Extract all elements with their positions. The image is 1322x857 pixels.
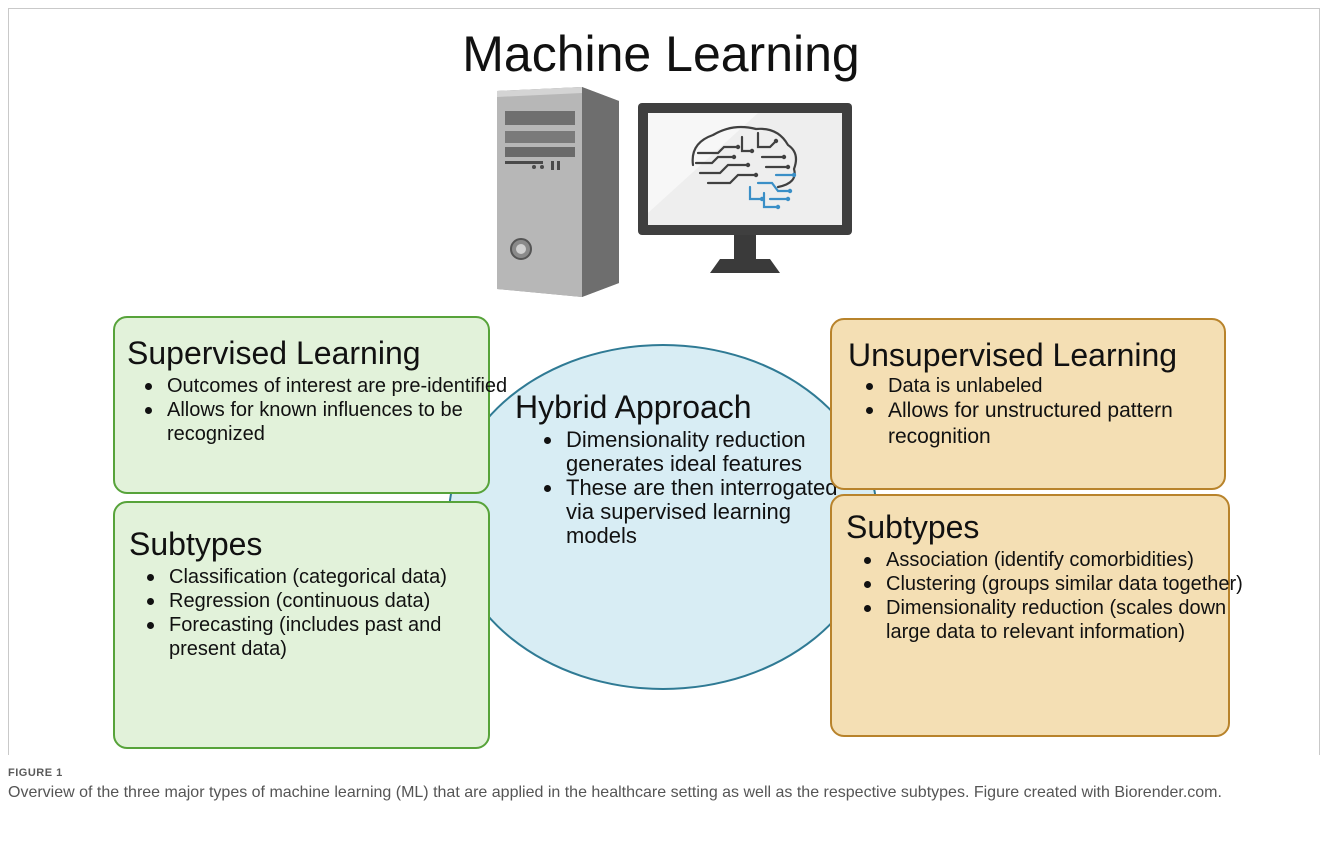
hybrid-approach-heading: Hybrid Approach xyxy=(515,389,752,425)
list-item: Clustering (groups similar data together… xyxy=(864,572,1246,596)
figure-title: Machine Learning xyxy=(462,26,860,82)
unsupervised-learning-box: Unsupervised Learning Data is unlabeled … xyxy=(830,318,1226,490)
supervised-subtypes-list: Classification (categorical data) Regres… xyxy=(129,565,509,661)
computer-tower-icon xyxy=(497,87,619,297)
list-item: Association (identify comorbidities) xyxy=(864,548,1246,572)
figure-frame xyxy=(8,8,1320,755)
list-item: Regression (continuous data) xyxy=(147,589,509,613)
supervised-learning-list: Outcomes of interest are pre-identified … xyxy=(127,374,527,446)
monitor-brain-icon xyxy=(638,103,852,273)
unsupervised-subtypes-box: Subtypes Association (identify comorbidi… xyxy=(830,494,1243,737)
figure-caption-label: FIGURE 1 xyxy=(8,767,63,779)
list-item: Dimensionality reduction generates ideal… xyxy=(544,428,866,476)
hybrid-approach-ellipse xyxy=(448,344,878,690)
unsupervised-subtypes-heading: Subtypes xyxy=(846,509,980,545)
supervised-learning-heading: Supervised Learning xyxy=(127,335,421,371)
list-item: Allows for known influences to be recogn… xyxy=(145,398,527,446)
list-item: Data is unlabeled xyxy=(866,374,1238,398)
unsupervised-subtypes-list: Association (identify comorbidities) Clu… xyxy=(846,548,1246,644)
supervised-learning-box: Supervised Learning Outcomes of interest… xyxy=(113,316,507,494)
list-item: These are then interrogated via supervis… xyxy=(544,476,866,548)
hybrid-approach-list: Dimensionality reduction generates ideal… xyxy=(526,428,866,548)
list-item: Outcomes of interest are pre-identified xyxy=(145,374,527,398)
unsupervised-learning-heading: Unsupervised Learning xyxy=(848,337,1178,373)
unsupervised-learning-list: Data is unlabeled Allows for unstructure… xyxy=(848,374,1238,450)
list-item: Allows for unstructured pattern recognit… xyxy=(866,398,1238,450)
supervised-subtypes-box: Subtypes Classification (categorical dat… xyxy=(113,501,490,749)
supervised-subtypes-heading: Subtypes xyxy=(129,526,263,562)
list-item: Classification (categorical data) xyxy=(147,565,509,589)
figure-caption: Overview of the three major types of mac… xyxy=(8,784,1222,801)
list-item: Forecasting (includes past and present d… xyxy=(147,613,509,661)
list-item: Dimensionality reduction (scales down la… xyxy=(864,596,1246,644)
